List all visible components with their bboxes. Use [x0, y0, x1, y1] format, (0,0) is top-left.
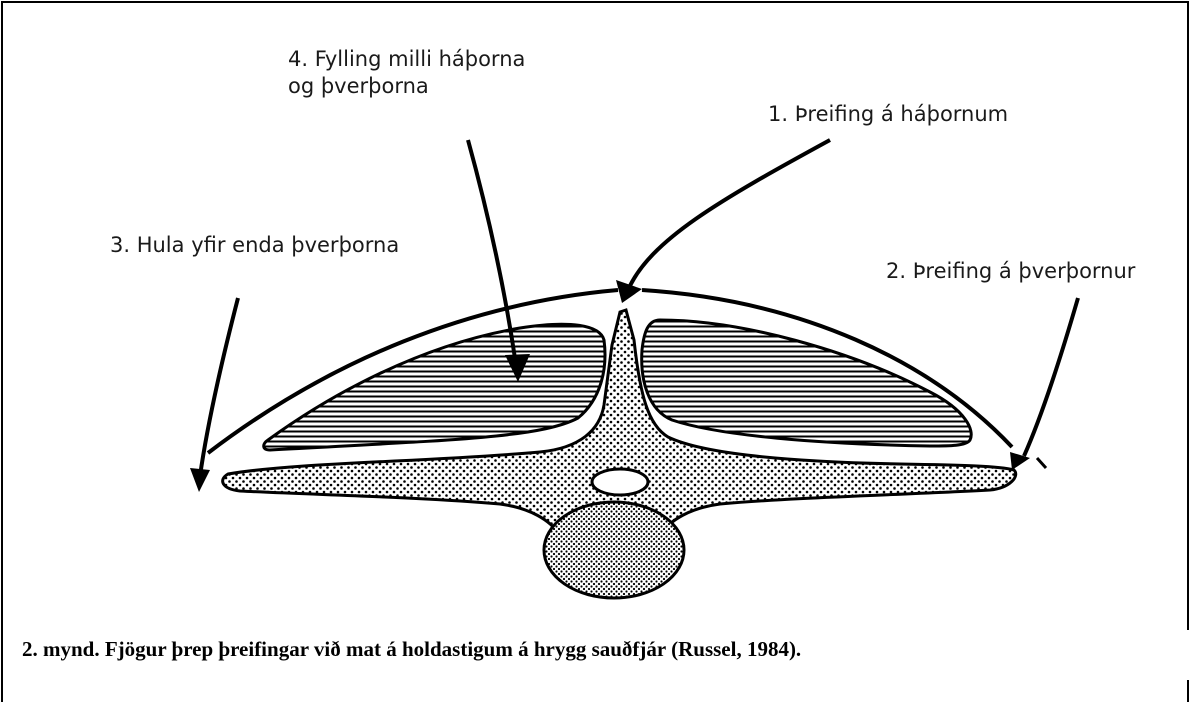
- label-cover-transverse-ends: 3. Hula yfir enda þverþorna: [110, 232, 399, 259]
- arrow-4-shaft: [468, 140, 516, 365]
- spinal-canal: [592, 469, 648, 495]
- label-fill-between-processes-line2: og þverþorna: [288, 73, 525, 100]
- arrow-1-shaft: [628, 140, 830, 290]
- label-fill-between-processes: 4. Fylling milli háþorna og þverþorna: [288, 46, 525, 100]
- label-palpation-spinous: 1. Þreifing á háþornum: [768, 101, 1008, 128]
- arrow-2-head: [1010, 452, 1030, 470]
- vertebral-body: [544, 502, 684, 598]
- label-palpation-transverse: 2. Þreifing á þverþornur: [886, 258, 1182, 285]
- label-fill-between-processes-line1: 4. Fylling milli háþorna: [288, 46, 525, 73]
- arrow-3-head: [190, 468, 210, 492]
- arrow-3-shaft: [200, 298, 238, 476]
- right-edge-tick: [1037, 458, 1046, 468]
- right-eye-muscle: [642, 320, 972, 446]
- left-eye-muscle: [264, 324, 605, 450]
- arrow-2-shaft: [1024, 298, 1078, 456]
- figure-caption: 2. mynd. Fjögur þrep þreifingar við mat …: [22, 637, 801, 662]
